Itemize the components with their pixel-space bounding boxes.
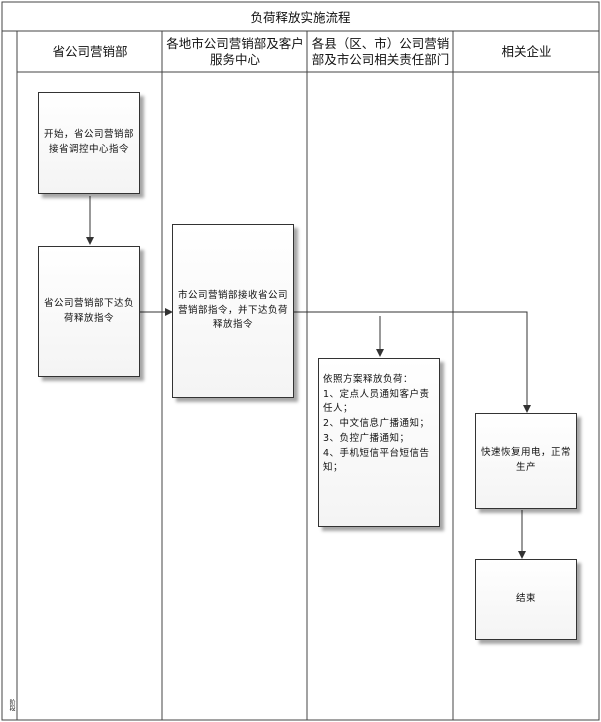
lane-header-city: 各地市公司营销部及客户服务中心 [166, 35, 304, 67]
node-county-release-text: 依照方案释放负荷： 1、定点人员通知客户责任人； 2、中文信息广播通知； 3、负… [323, 374, 430, 474]
arrow-city-to-restore [294, 311, 531, 413]
node-end: 结束 [475, 559, 577, 640]
node-start-text: 开始，省公司营销部接省调控中心指令 [43, 129, 134, 155]
node-issue-order-text: 省公司营销部下达负荷释放指令 [43, 297, 134, 324]
node-issue-order: 省公司营销部下达负荷释放指令 [38, 246, 140, 377]
phase-label: 阶段 [8, 699, 15, 711]
node-city-receive-text: 市公司营销部接收省公司营销部指令，并下达负荷释放指令 [177, 289, 288, 331]
node-end-text: 结束 [515, 593, 536, 605]
lane-header-enterprise: 相关企业 [501, 43, 552, 59]
node-city-receive: 市公司营销部接收省公司营销部指令，并下达负荷释放指令 [172, 224, 294, 398]
node-start: 开始，省公司营销部接省调控中心指令 [38, 92, 140, 194]
lane-header-county: 各县（区、市）公司营销部及市公司相关责任部门 [311, 35, 450, 67]
node-county-release: 依照方案释放负荷： 1、定点人员通知客户责任人； 2、中文信息广播通知； 3、负… [318, 358, 440, 527]
node-restore-power-text: 快速恢复用电，正常生产 [480, 447, 571, 473]
lane-header-provincial: 省公司营销部 [52, 43, 128, 59]
node-restore-power: 快速恢复用电，正常生产 [475, 413, 577, 509]
diagram-title: 负荷释放实施流程 [250, 10, 351, 25]
